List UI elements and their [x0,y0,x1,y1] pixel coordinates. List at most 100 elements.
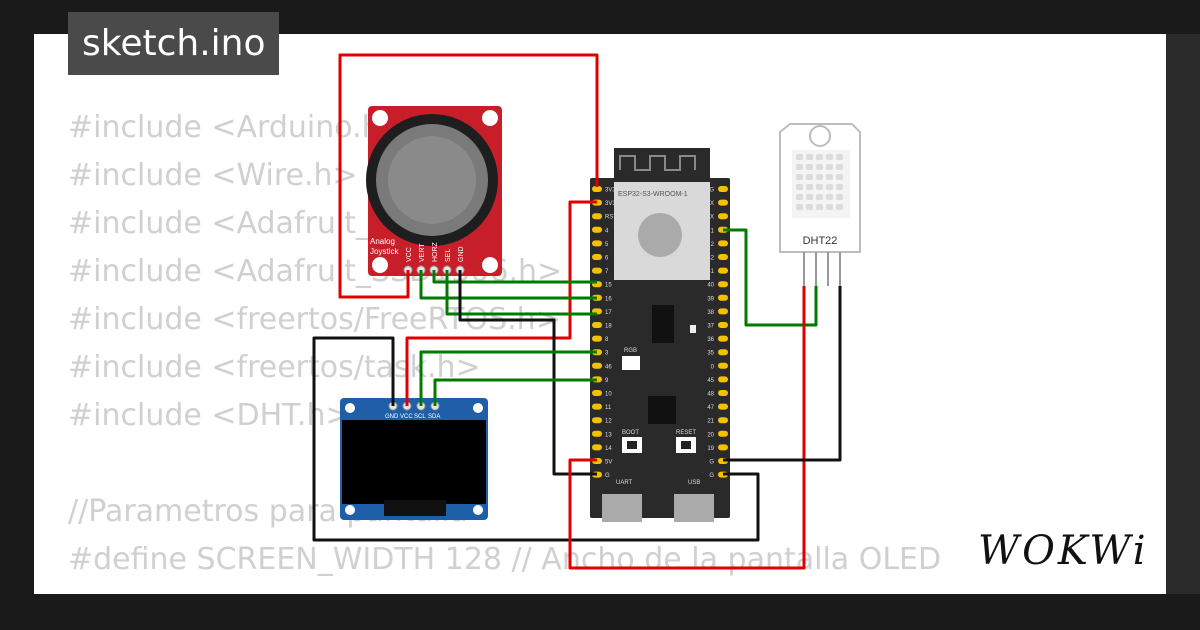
esp32-pin[interactable] [592,267,602,274]
dht-vent [826,184,833,190]
code-line: #define SCREEN_WIDTH 128 // Ancho de la … [68,542,942,577]
joy-pin-horz: HORZ [432,241,439,262]
wire-vcc-joystick [338,53,599,299]
esp32-pin[interactable] [592,254,602,260]
joy-pin-vcc: VCC [406,247,413,262]
dht-vent [816,174,823,180]
wire-vcc-oled [405,200,597,406]
esp32-s3-board[interactable]: ESP32-S3-WROOM-1 RGB BOOT RESET UART USB… [590,148,730,522]
dht-vent [816,204,823,210]
esp32-pin[interactable] [718,362,728,369]
esp32-pin-label: 42 [707,256,714,262]
esp32-pin[interactable] [592,226,602,233]
esp32-pin[interactable] [718,335,728,342]
wire-sel [445,270,597,316]
esp32-pin-label: 40 [707,283,714,289]
dht-vent [796,184,803,190]
dht-vent [806,164,813,170]
joy-pin-gnd: GND [458,246,465,262]
esp32-pin[interactable] [718,308,728,315]
dht-vent [816,154,823,160]
uart-label: UART [616,480,633,486]
esp32-pin[interactable] [718,267,728,274]
esp32-pin-label: 46 [605,364,612,370]
esp32-pin[interactable] [592,390,602,396]
oled-pin-vcc: VCC [400,414,413,420]
wokwi-logo: WOKWi [978,528,1149,574]
esp32-pin[interactable] [592,335,602,342]
module-label: ESP32-S3-WROOM-1 [618,191,688,198]
esp32-pin[interactable] [592,417,602,424]
esp32-pin-label: 16 [605,296,612,302]
esp32-pin[interactable] [718,240,728,247]
esp32-pin[interactable] [718,376,728,383]
dht-vent [836,164,843,170]
esp32-pin[interactable] [718,322,728,328]
esp32-pin-label: 20 [707,432,714,438]
dht-vent [836,184,843,190]
esp32-pin[interactable] [592,186,602,192]
esp32-pin-label: 3V3 [605,188,616,194]
dht-vent [826,194,833,200]
esp32-pin-label: 36 [707,337,714,343]
wire-gnd-joystick [458,270,597,476]
dht-vent [826,164,833,170]
esp32-pin-label: 48 [707,392,714,398]
esp32-pin-label: 0 [711,364,715,370]
boot-button[interactable]: BOOT [622,430,642,453]
esp32-pin-label: 4 [605,228,609,234]
esp32-pin-label: 3V3 [605,201,616,207]
wire-gnd-oled [312,336,760,542]
analog-joystick[interactable]: Analog Joystick VCC VERT HORZ SEL GND [366,106,502,276]
esp32-pin-label: 18 [605,324,612,330]
dht-vent [796,204,803,210]
reset-button[interactable]: RESET [676,430,696,453]
esp32-pin-label: 14 [605,446,612,452]
esp32-pin-label: 2 [711,242,715,248]
esp32-pin-label: 6 [605,256,609,262]
esp32-pin-label: 10 [605,392,612,398]
file-name-tab[interactable]: sketch.ino [68,12,280,75]
esp32-pin[interactable] [718,417,728,424]
esp32-pin[interactable] [718,430,728,437]
esp32-pin-label: 13 [605,432,612,438]
esp32-pin-label: 17 [605,310,612,316]
esp32-pin[interactable] [592,213,602,220]
scrollbar-gutter [1166,34,1200,594]
dht-vent [826,174,833,180]
esp32-pin[interactable] [718,349,728,356]
esp32-pin-label: RX [706,215,714,221]
esp32-pin[interactable] [718,199,728,206]
wire-dht-data [723,228,818,327]
esp32-pin[interactable] [718,213,728,220]
esp32-pin[interactable] [718,403,728,410]
rgb-label: RGB [624,348,637,354]
esp32-pin-label: 38 [707,310,714,316]
esp32-pin-label: 1 [711,228,715,234]
dht-vents [796,154,843,210]
esp32-pin[interactable] [718,281,728,288]
wire-dht-gnd [723,286,842,462]
dht-vent [836,194,843,200]
esp32-pin[interactable] [592,444,602,451]
dht22-sensor[interactable]: DHT22 [779,123,861,286]
esp32-pin[interactable] [718,254,728,260]
dht-vent [816,194,823,200]
esp32-pin[interactable] [592,430,602,437]
esp32-pin[interactable] [718,444,728,451]
esp32-pin[interactable] [592,403,602,410]
esp32-pin-label: 3 [605,351,609,357]
esp32-pin[interactable] [718,390,728,396]
esp32-pin-label: 8 [605,337,609,343]
dht-vent [796,154,803,160]
dht-vent [836,154,843,160]
esp32-pin[interactable] [592,322,602,328]
esp32-pin[interactable] [592,240,602,247]
esp32-pin[interactable] [592,362,602,369]
esp32-pin[interactable] [718,294,728,301]
esp32-pin[interactable] [718,186,728,192]
oled-display[interactable]: GND VCC SCL SDA [340,398,488,520]
wire-scl [419,350,597,406]
